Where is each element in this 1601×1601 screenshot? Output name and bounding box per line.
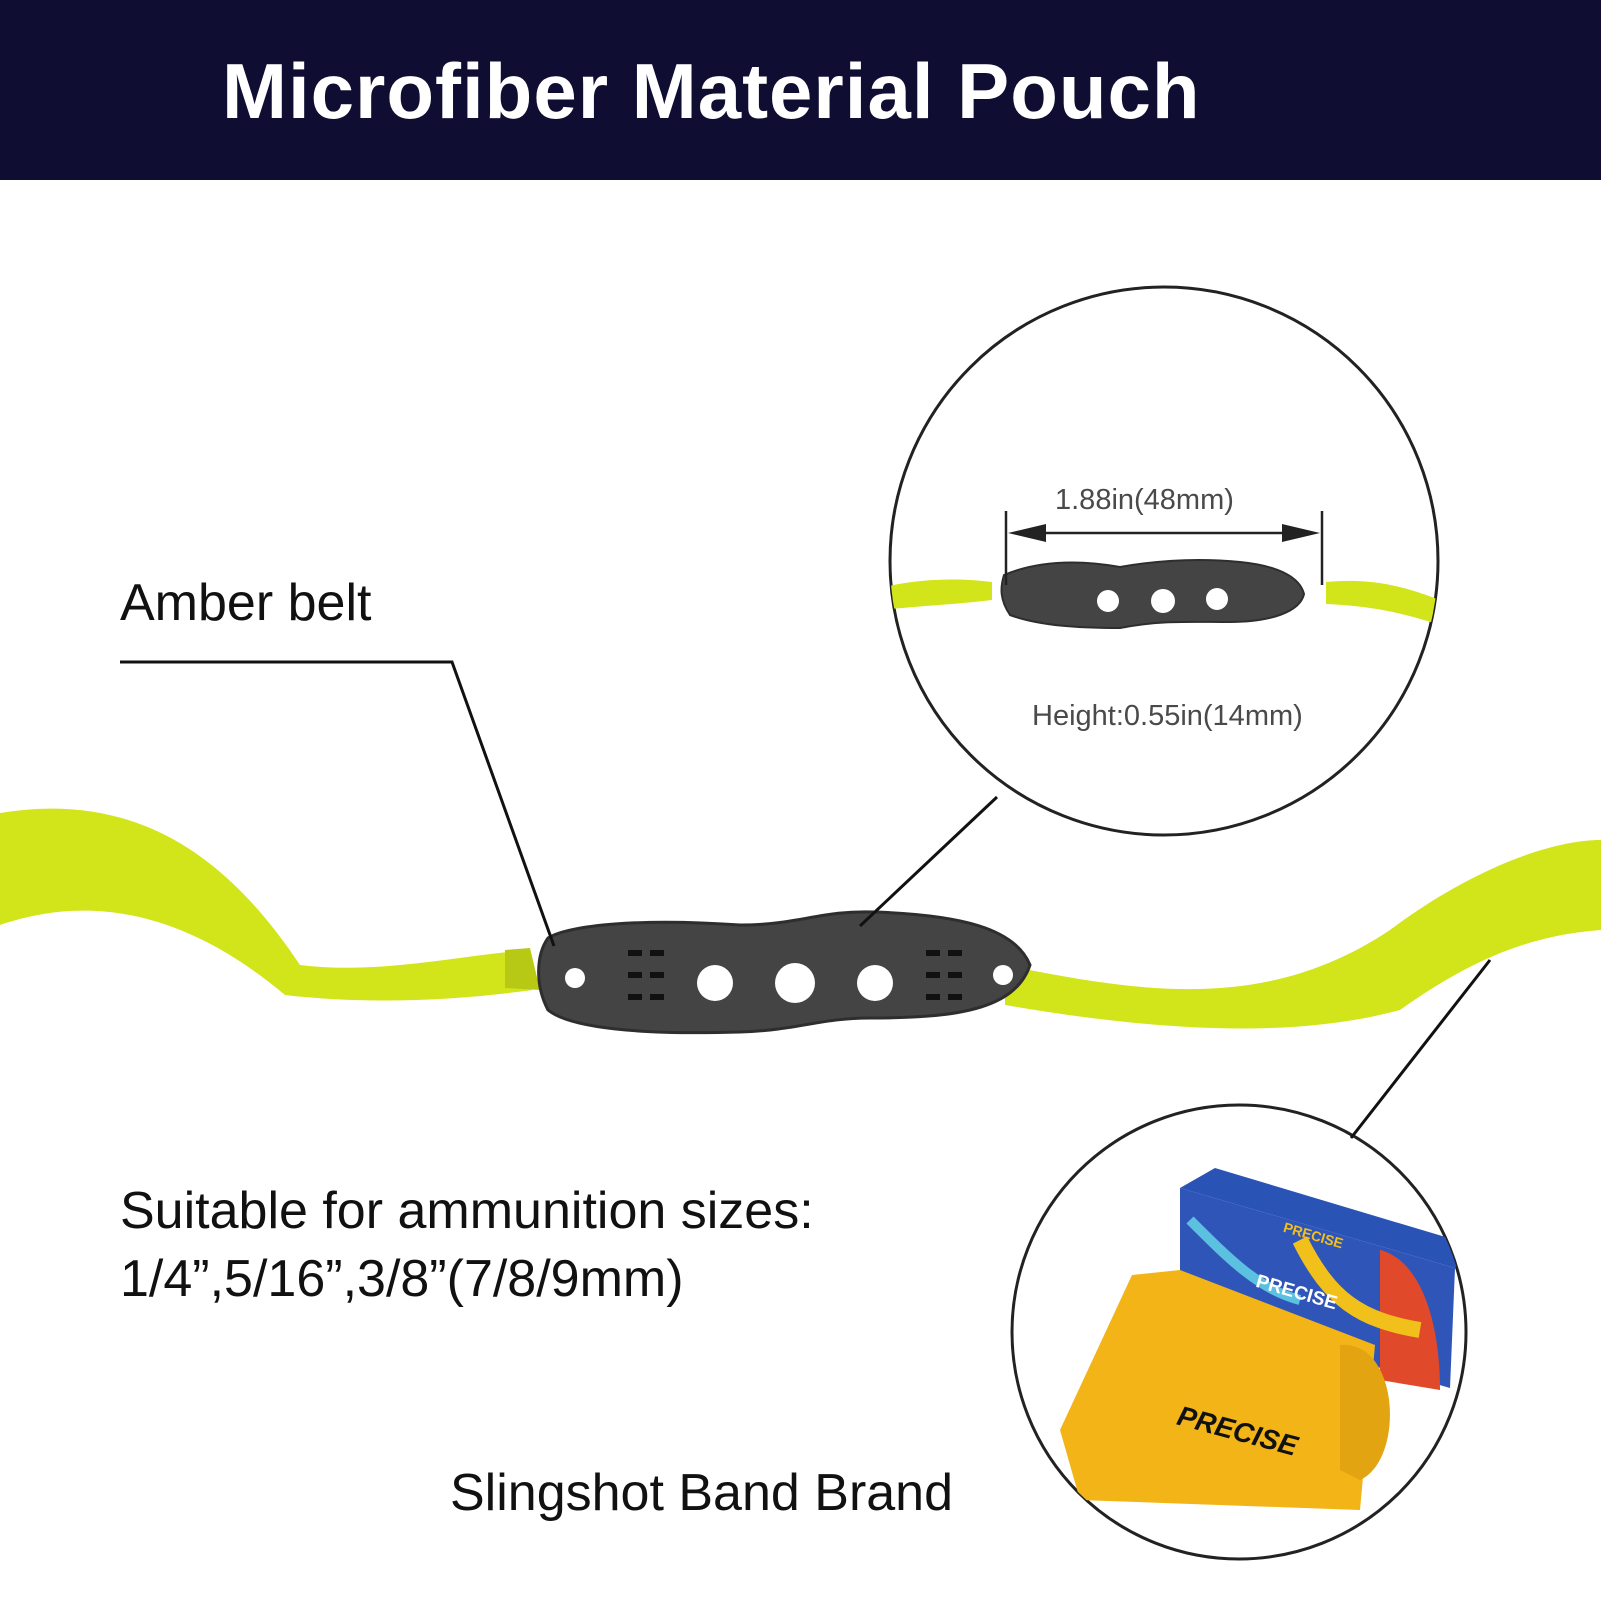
- ammunition-line-1: Suitable for ammunition sizes:: [120, 1182, 814, 1240]
- rubber-band: [0, 808, 1601, 1029]
- page-title: Microfiber Material Pouch: [222, 47, 1201, 135]
- ammunition-line-2: 1/4”,5/16”,3/8”(7/8/9mm): [120, 1249, 684, 1308]
- brand-product-inset: PRECISE PRECISE PRECISE: [1010, 1103, 1468, 1561]
- microfiber-pouch: [537, 910, 1032, 1035]
- title-banner: Microfiber Material Pouch: [0, 0, 1601, 180]
- pouch-height-label: Height:0.55in(14mm): [1032, 700, 1303, 732]
- brand-label: Slingshot Band Brand: [450, 1464, 954, 1522]
- amber-belt-label: Amber belt: [120, 574, 372, 632]
- leader-lines: [120, 660, 1492, 1139]
- zoom-inset: [888, 285, 1440, 837]
- pouch-width-label: 1.88in(48mm): [1055, 484, 1234, 516]
- ammunition-sizes-text: Suitable for ammunition sizes: 1/4”,5/16…: [120, 1178, 814, 1313]
